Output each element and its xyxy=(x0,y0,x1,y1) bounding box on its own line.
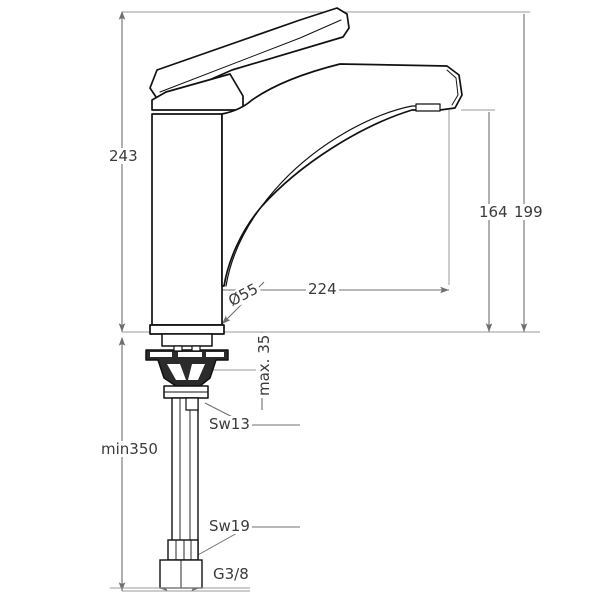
hose-outer xyxy=(171,397,199,559)
base-flange xyxy=(149,324,225,335)
dimension-label-wrench-upper: Sw13 xyxy=(207,415,252,433)
mounting-assembly xyxy=(145,333,229,399)
body-column xyxy=(151,113,223,326)
dimension-label-supply-length: min350 xyxy=(99,440,160,458)
aerator-outlet xyxy=(415,103,441,112)
dimension-label-spout-height: 164 xyxy=(477,203,510,221)
stud-right xyxy=(191,345,201,352)
hex-sw19 xyxy=(167,539,199,561)
spout-arm xyxy=(221,63,463,287)
hex-sw13 xyxy=(185,397,199,411)
dimension-label-body-top-height: 199 xyxy=(512,203,545,221)
dimension-label-thread: G3/8 xyxy=(211,565,251,583)
dimension-label-wrench-lower: Sw19 xyxy=(207,517,252,535)
faucet-body xyxy=(149,7,463,335)
dimension-label-counter-thickness: max. 35 xyxy=(255,332,273,398)
supply-shank xyxy=(171,397,199,559)
spacer-ring xyxy=(161,333,213,347)
thread-connector xyxy=(110,539,250,589)
dimension-label-total-height: 243 xyxy=(107,147,140,165)
stud-left xyxy=(173,345,183,352)
dimension-label-spout-reach: 224 xyxy=(306,280,339,298)
